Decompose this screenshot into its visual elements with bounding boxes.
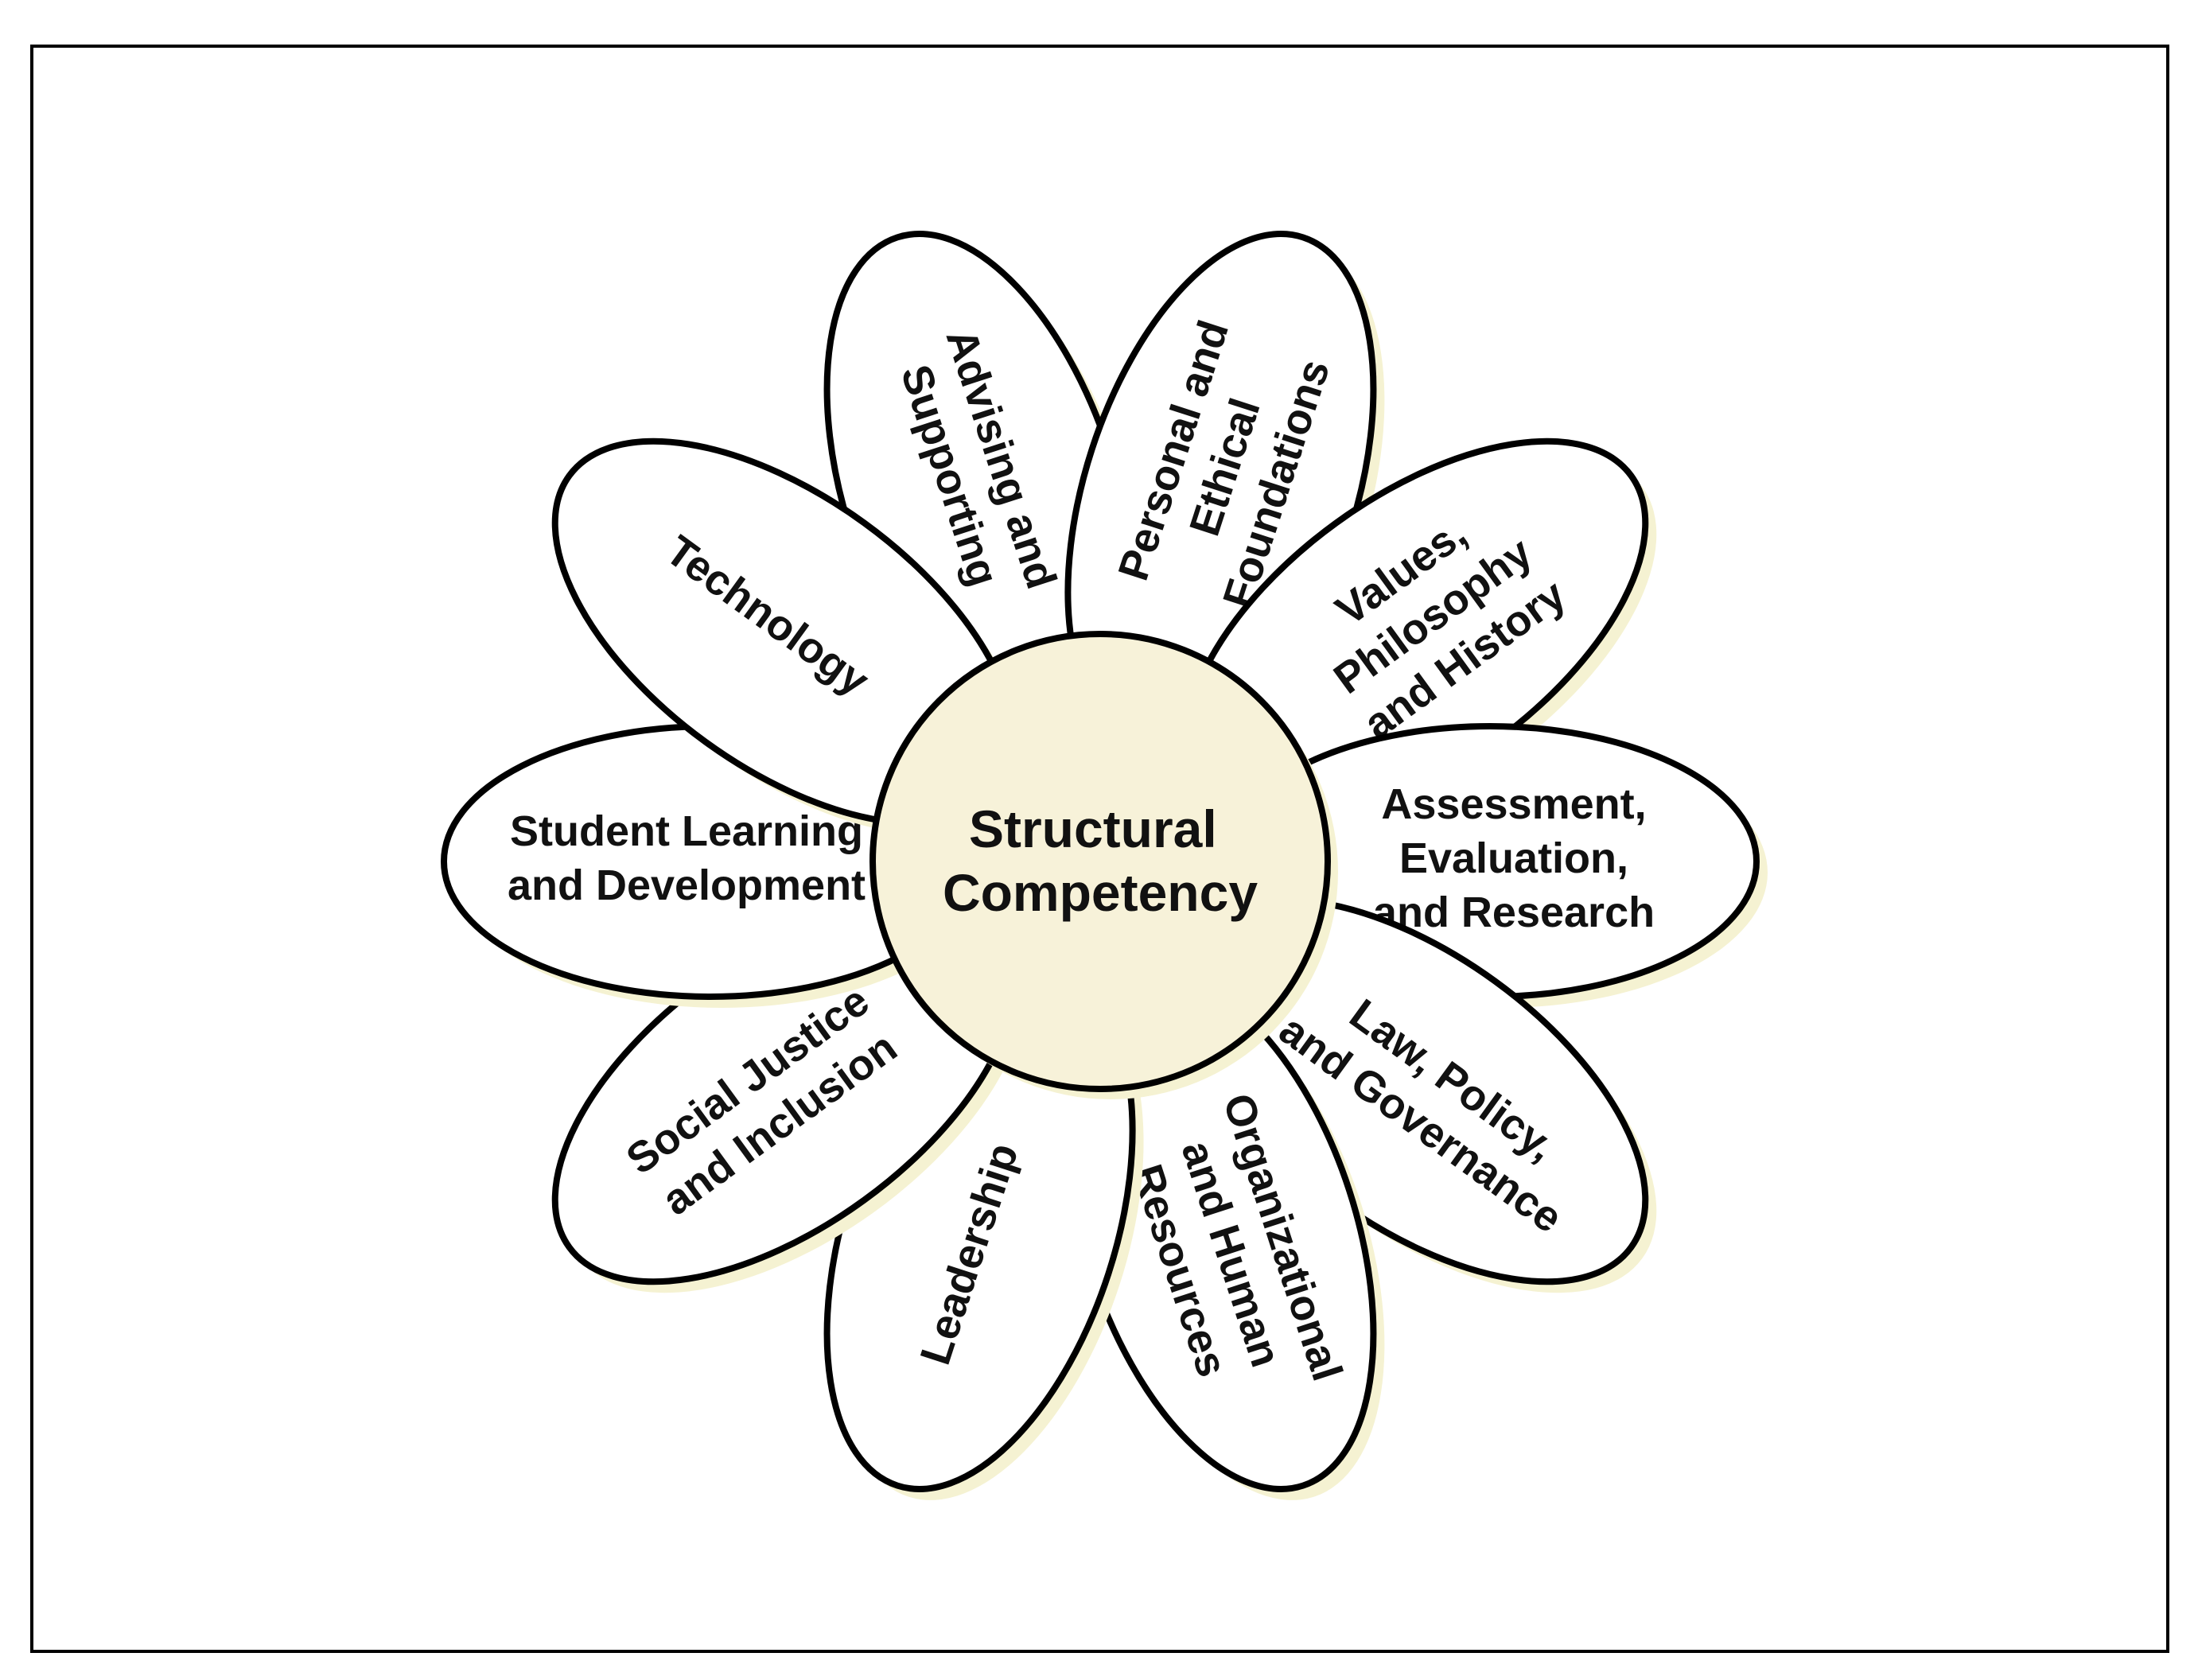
petal-organizational-and-human-resources: Organizationaland HumanResources [1064, 972, 1385, 1500]
petal-label-line: Evaluation, [1399, 834, 1628, 882]
petal-label-line: and Development [508, 861, 866, 909]
petal-label-line: and Research [1373, 889, 1655, 936]
center-circle [869, 631, 1331, 1092]
center-label-line-2: Competency [943, 863, 1258, 922]
petal-social-justice-and-inclusion: Social Justiceand Inclusion [551, 896, 1026, 1293]
petal-law-policy-and-governance: Law, Policy,and Governance [1182, 896, 1657, 1293]
petal-label-line: Student Learning [510, 807, 863, 855]
center-label: Structural Competency [943, 799, 1258, 922]
center-layer: Structural Competency [869, 631, 1338, 1099]
petal-label: Assessment, Evaluation, and Research [1373, 780, 1655, 936]
center-label-line-1: Structural [969, 799, 1217, 858]
diagram-frame [30, 45, 2169, 1653]
petal-label: Student Learning and Development [508, 807, 866, 909]
petal-label-line: Assessment, [1381, 780, 1646, 828]
